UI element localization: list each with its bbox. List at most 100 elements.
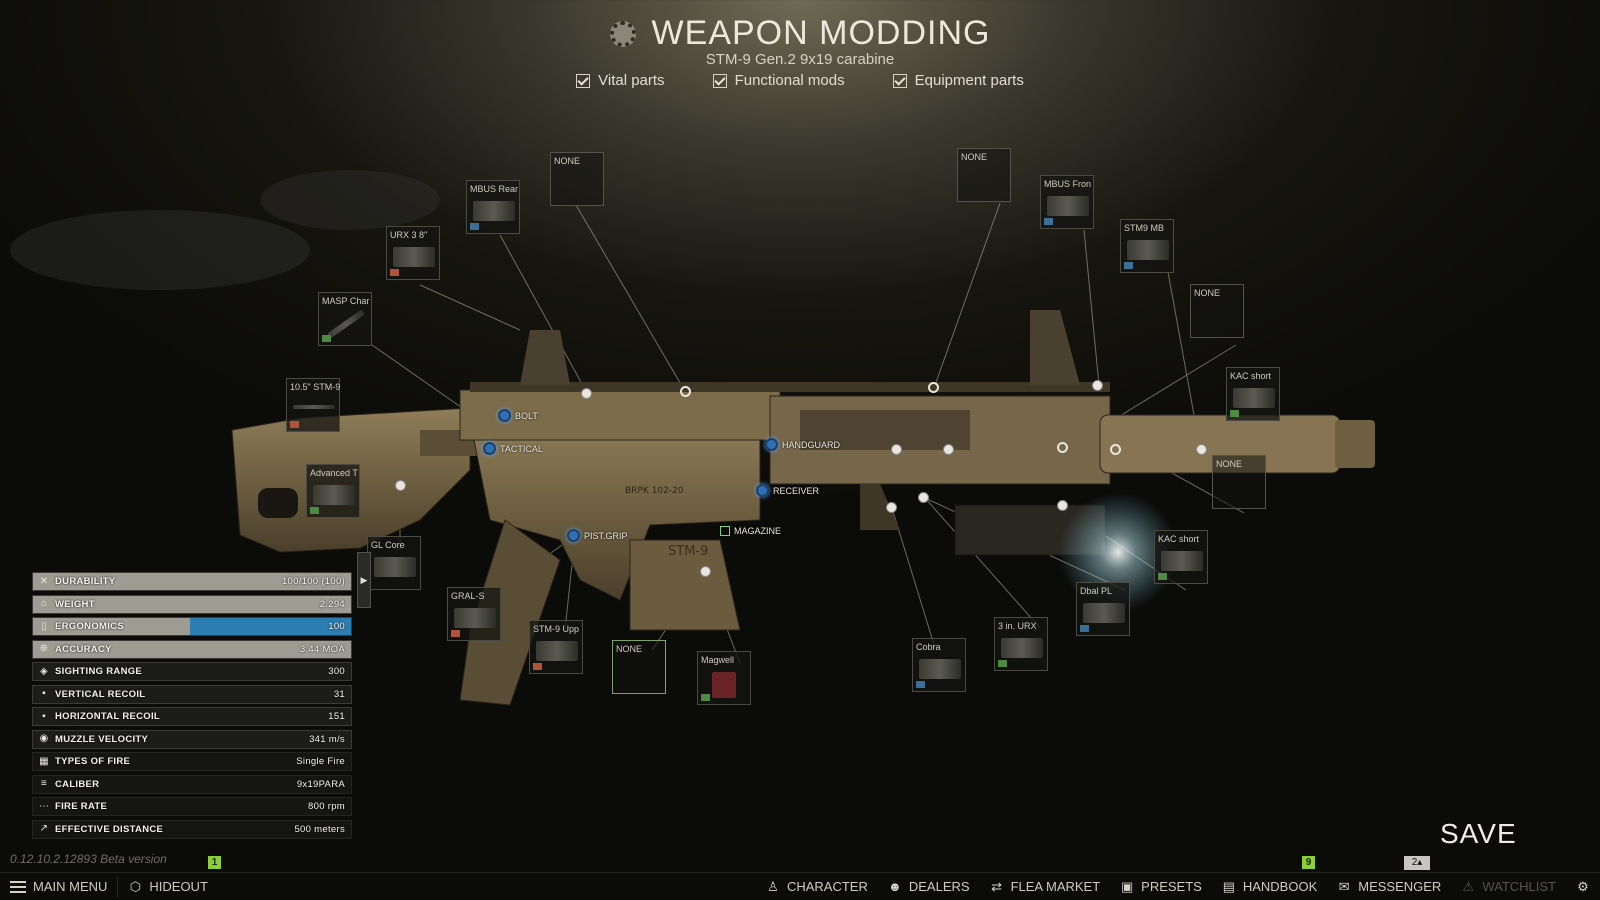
presets-icon: ▣ — [1121, 878, 1134, 894]
messenger-icon: ✉ — [1338, 878, 1350, 894]
slot-pistol-grip[interactable]: GRAL-S — [447, 587, 501, 641]
part-marker-empty-icon — [720, 526, 730, 536]
slot-magazine-empty[interactable]: NONE — [612, 640, 666, 694]
stat-label: ACCURACY — [55, 643, 112, 655]
slot-front-sight[interactable]: MBUS Fron — [1040, 175, 1094, 229]
page-title: WEAPON MODDING — [651, 14, 991, 52]
attach-point[interactable] — [943, 444, 954, 455]
filter-equipment-parts[interactable]: Equipment parts — [892, 72, 1024, 89]
attach-point[interactable] — [1057, 500, 1068, 511]
stat-label: DURABILITY — [55, 576, 116, 587]
stat-value: 3.44 MOA — [299, 643, 345, 655]
attach-point[interactable] — [891, 444, 902, 455]
checkbox-checked-icon[interactable] — [576, 73, 591, 88]
slot-gas-block[interactable]: URX 3 8" — [386, 226, 440, 280]
slot-empty-top[interactable]: NONE — [550, 152, 604, 206]
stat-bar-fill — [33, 640, 351, 658]
stat-value: 300 — [328, 666, 345, 677]
warning-icon: ⚠ — [1462, 878, 1475, 894]
part-tactical[interactable]: TACTICAL — [483, 442, 543, 455]
stat-label: MUZZLE VELOCITY — [55, 733, 149, 745]
attach-point[interactable] — [918, 492, 929, 503]
checkbox-checked-icon[interactable] — [892, 73, 907, 88]
part-bolt[interactable]: BOLT — [498, 409, 538, 422]
attach-point[interactable] — [1196, 444, 1207, 455]
stat-value: 800 rpm — [308, 801, 345, 812]
attach-point[interactable] — [581, 388, 592, 399]
taskbar: MAIN MENU ⬡ HIDEOUT ♙ CHARACTER ☻ DEALER… — [0, 872, 1600, 900]
taskbar-messenger[interactable]: ✉ MESSENGER — [1338, 878, 1442, 894]
taskbar-presets[interactable]: ▣ PRESETS — [1121, 878, 1202, 894]
part-magazine[interactable]: MAGAZINE — [720, 526, 781, 536]
part-marker-icon — [498, 409, 511, 422]
taskbar-character[interactable]: ♙ CHARACTER — [767, 878, 868, 894]
svg-text:STM-9: STM-9 — [668, 544, 708, 559]
svg-text:BRPK 102-20: BRPK 102-20 — [625, 486, 684, 496]
stat-bar-fill — [33, 595, 351, 613]
muzzle-thumbnail — [1127, 240, 1169, 260]
slot-rail-cover-high[interactable]: KAC short — [1226, 367, 1280, 421]
attach-point[interactable] — [886, 502, 897, 513]
taskbar-main-menu[interactable]: MAIN MENU — [0, 873, 117, 900]
save-button[interactable]: SAVE — [1440, 818, 1517, 849]
filter-vital-parts[interactable]: Vital parts — [576, 72, 665, 89]
slot-rail-panel[interactable]: 3 in. URX — [994, 617, 1048, 671]
fire-mode-icon: ▦ — [39, 755, 49, 767]
attach-point[interactable] — [1092, 380, 1103, 391]
item-tag-icon — [998, 660, 1007, 667]
taskbar-settings[interactable]: ⚙ — [1566, 873, 1600, 900]
tactical-device-thumbnail — [1083, 603, 1125, 623]
part-handguard[interactable]: HANDGUARD — [765, 438, 840, 451]
taskbar-watchlist[interactable]: ⚠ WATCHLIST — [1462, 878, 1557, 894]
barrel-thumbnail — [293, 405, 335, 409]
slot-stock-pad[interactable]: GL Core — [367, 536, 421, 590]
attach-point[interactable] — [1110, 444, 1121, 455]
character-icon: ♙ — [767, 878, 779, 894]
stat-label: HORIZONTAL RECOIL — [55, 711, 161, 722]
slot-empty-right-top[interactable]: NONE — [1190, 284, 1244, 338]
handbook-icon: ▤ — [1222, 878, 1235, 894]
part-receiver[interactable]: RECEIVER — [756, 484, 819, 497]
foregrip-thumbnail — [919, 659, 961, 679]
checkbox-checked-icon[interactable] — [712, 73, 727, 88]
stats-expand-button[interactable]: ▶ — [357, 552, 371, 608]
slot-barrel[interactable]: 10.5" STM-9 — [286, 378, 340, 432]
slot-tactical-device[interactable]: Dbal PL — [1076, 582, 1130, 636]
eye-icon: ◈ — [40, 665, 48, 677]
stat-value: 2.294 — [319, 598, 345, 610]
filter-functional-mods[interactable]: Functional mods — [712, 72, 845, 89]
part-pistol-grip[interactable]: PIST.GRIP — [567, 529, 628, 542]
attach-point[interactable] — [928, 382, 939, 393]
menu-icon — [10, 880, 26, 893]
item-tag-icon — [470, 223, 479, 230]
slot-rail-cover-low[interactable]: KAC short — [1154, 530, 1208, 584]
stat-label: CALIBER — [55, 778, 100, 790]
attach-point[interactable] — [1057, 442, 1068, 453]
slot-foregrip[interactable]: Cobra — [912, 638, 966, 692]
handguard-thumbnail — [393, 247, 435, 267]
distance-icon: ↗ — [39, 823, 49, 834]
taskbar-flea-market[interactable]: ⇄ FLEA MARKET — [991, 878, 1101, 894]
slot-charging-handle[interactable]: MASP Char — [318, 292, 372, 346]
taskbar-hideout[interactable]: ⬡ HIDEOUT — [129, 878, 208, 894]
part-marker-icon — [756, 484, 769, 497]
slot-upper-receiver[interactable]: STM-9 Upp — [529, 620, 583, 674]
slot-empty-right-low[interactable]: NONE — [1212, 455, 1266, 509]
attach-point[interactable] — [700, 566, 711, 577]
attach-point[interactable] — [395, 480, 406, 491]
slot-magwell[interactable]: Magwell — [697, 651, 751, 705]
stat-value: 100 — [328, 621, 345, 632]
attach-point[interactable] — [680, 386, 691, 397]
slot-muzzle[interactable]: STM9 MB — [1120, 219, 1174, 273]
slot-empty-scope[interactable]: NONE — [957, 148, 1011, 202]
slot-rear-sight[interactable]: MBUS Rear — [466, 180, 520, 234]
taskbar-handbook[interactable]: ▤ HANDBOOK — [1222, 878, 1318, 894]
slot-stock[interactable]: Advanced T — [306, 464, 360, 518]
taskbar-dealers[interactable]: ☻ DEALERS — [888, 878, 970, 894]
version-label: 0.12.10.2.12893 Beta version — [10, 852, 167, 866]
